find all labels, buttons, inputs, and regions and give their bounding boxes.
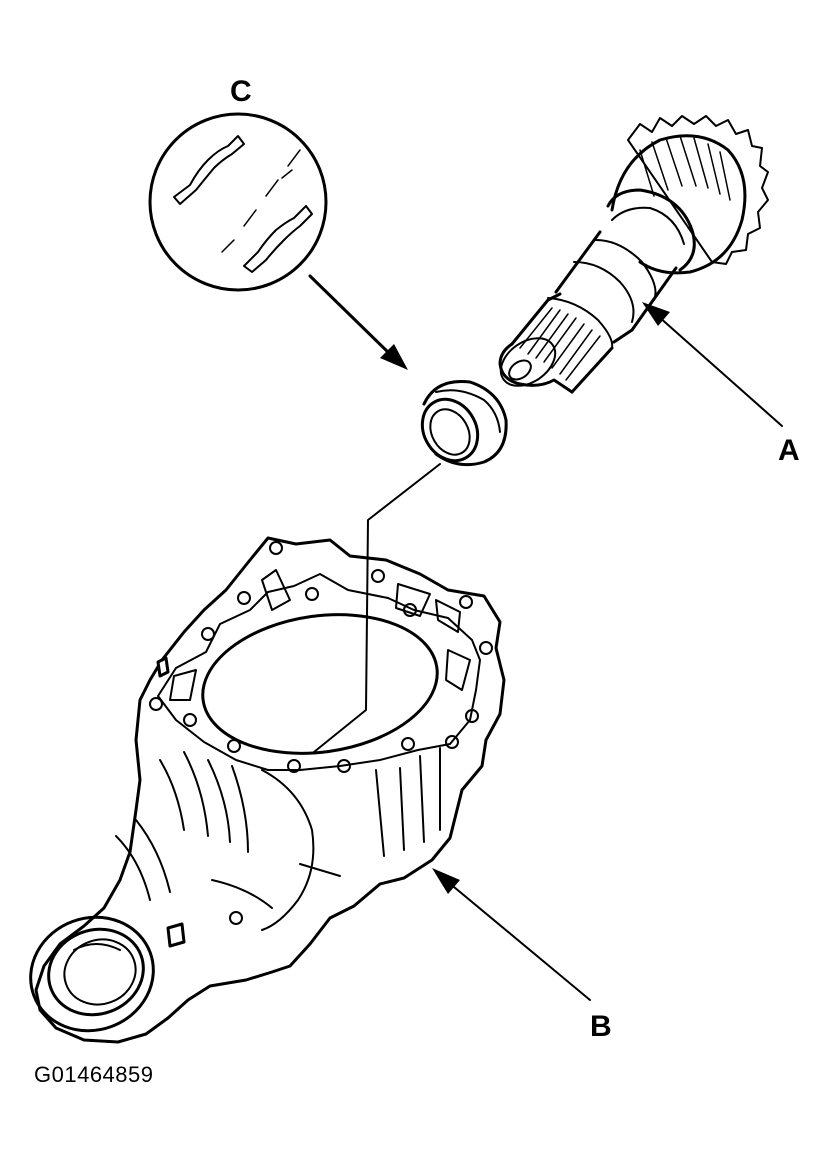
leader-arrow-c (308, 274, 408, 370)
callout-b: B (590, 1010, 612, 1043)
leader-arrow-a (642, 302, 783, 427)
detail-view-c (148, 112, 328, 292)
flange-bolt-holes (149, 541, 493, 925)
figure-id: G01464859 (34, 1062, 154, 1087)
callout-a: A (778, 434, 800, 467)
leader-arrow-b (432, 868, 591, 1001)
seal-position-leader (313, 463, 441, 753)
callout-c: C (230, 75, 252, 108)
differential-housing-b (29, 536, 506, 1044)
oil-seal (420, 379, 508, 467)
pinion-shaft-a (498, 115, 769, 394)
